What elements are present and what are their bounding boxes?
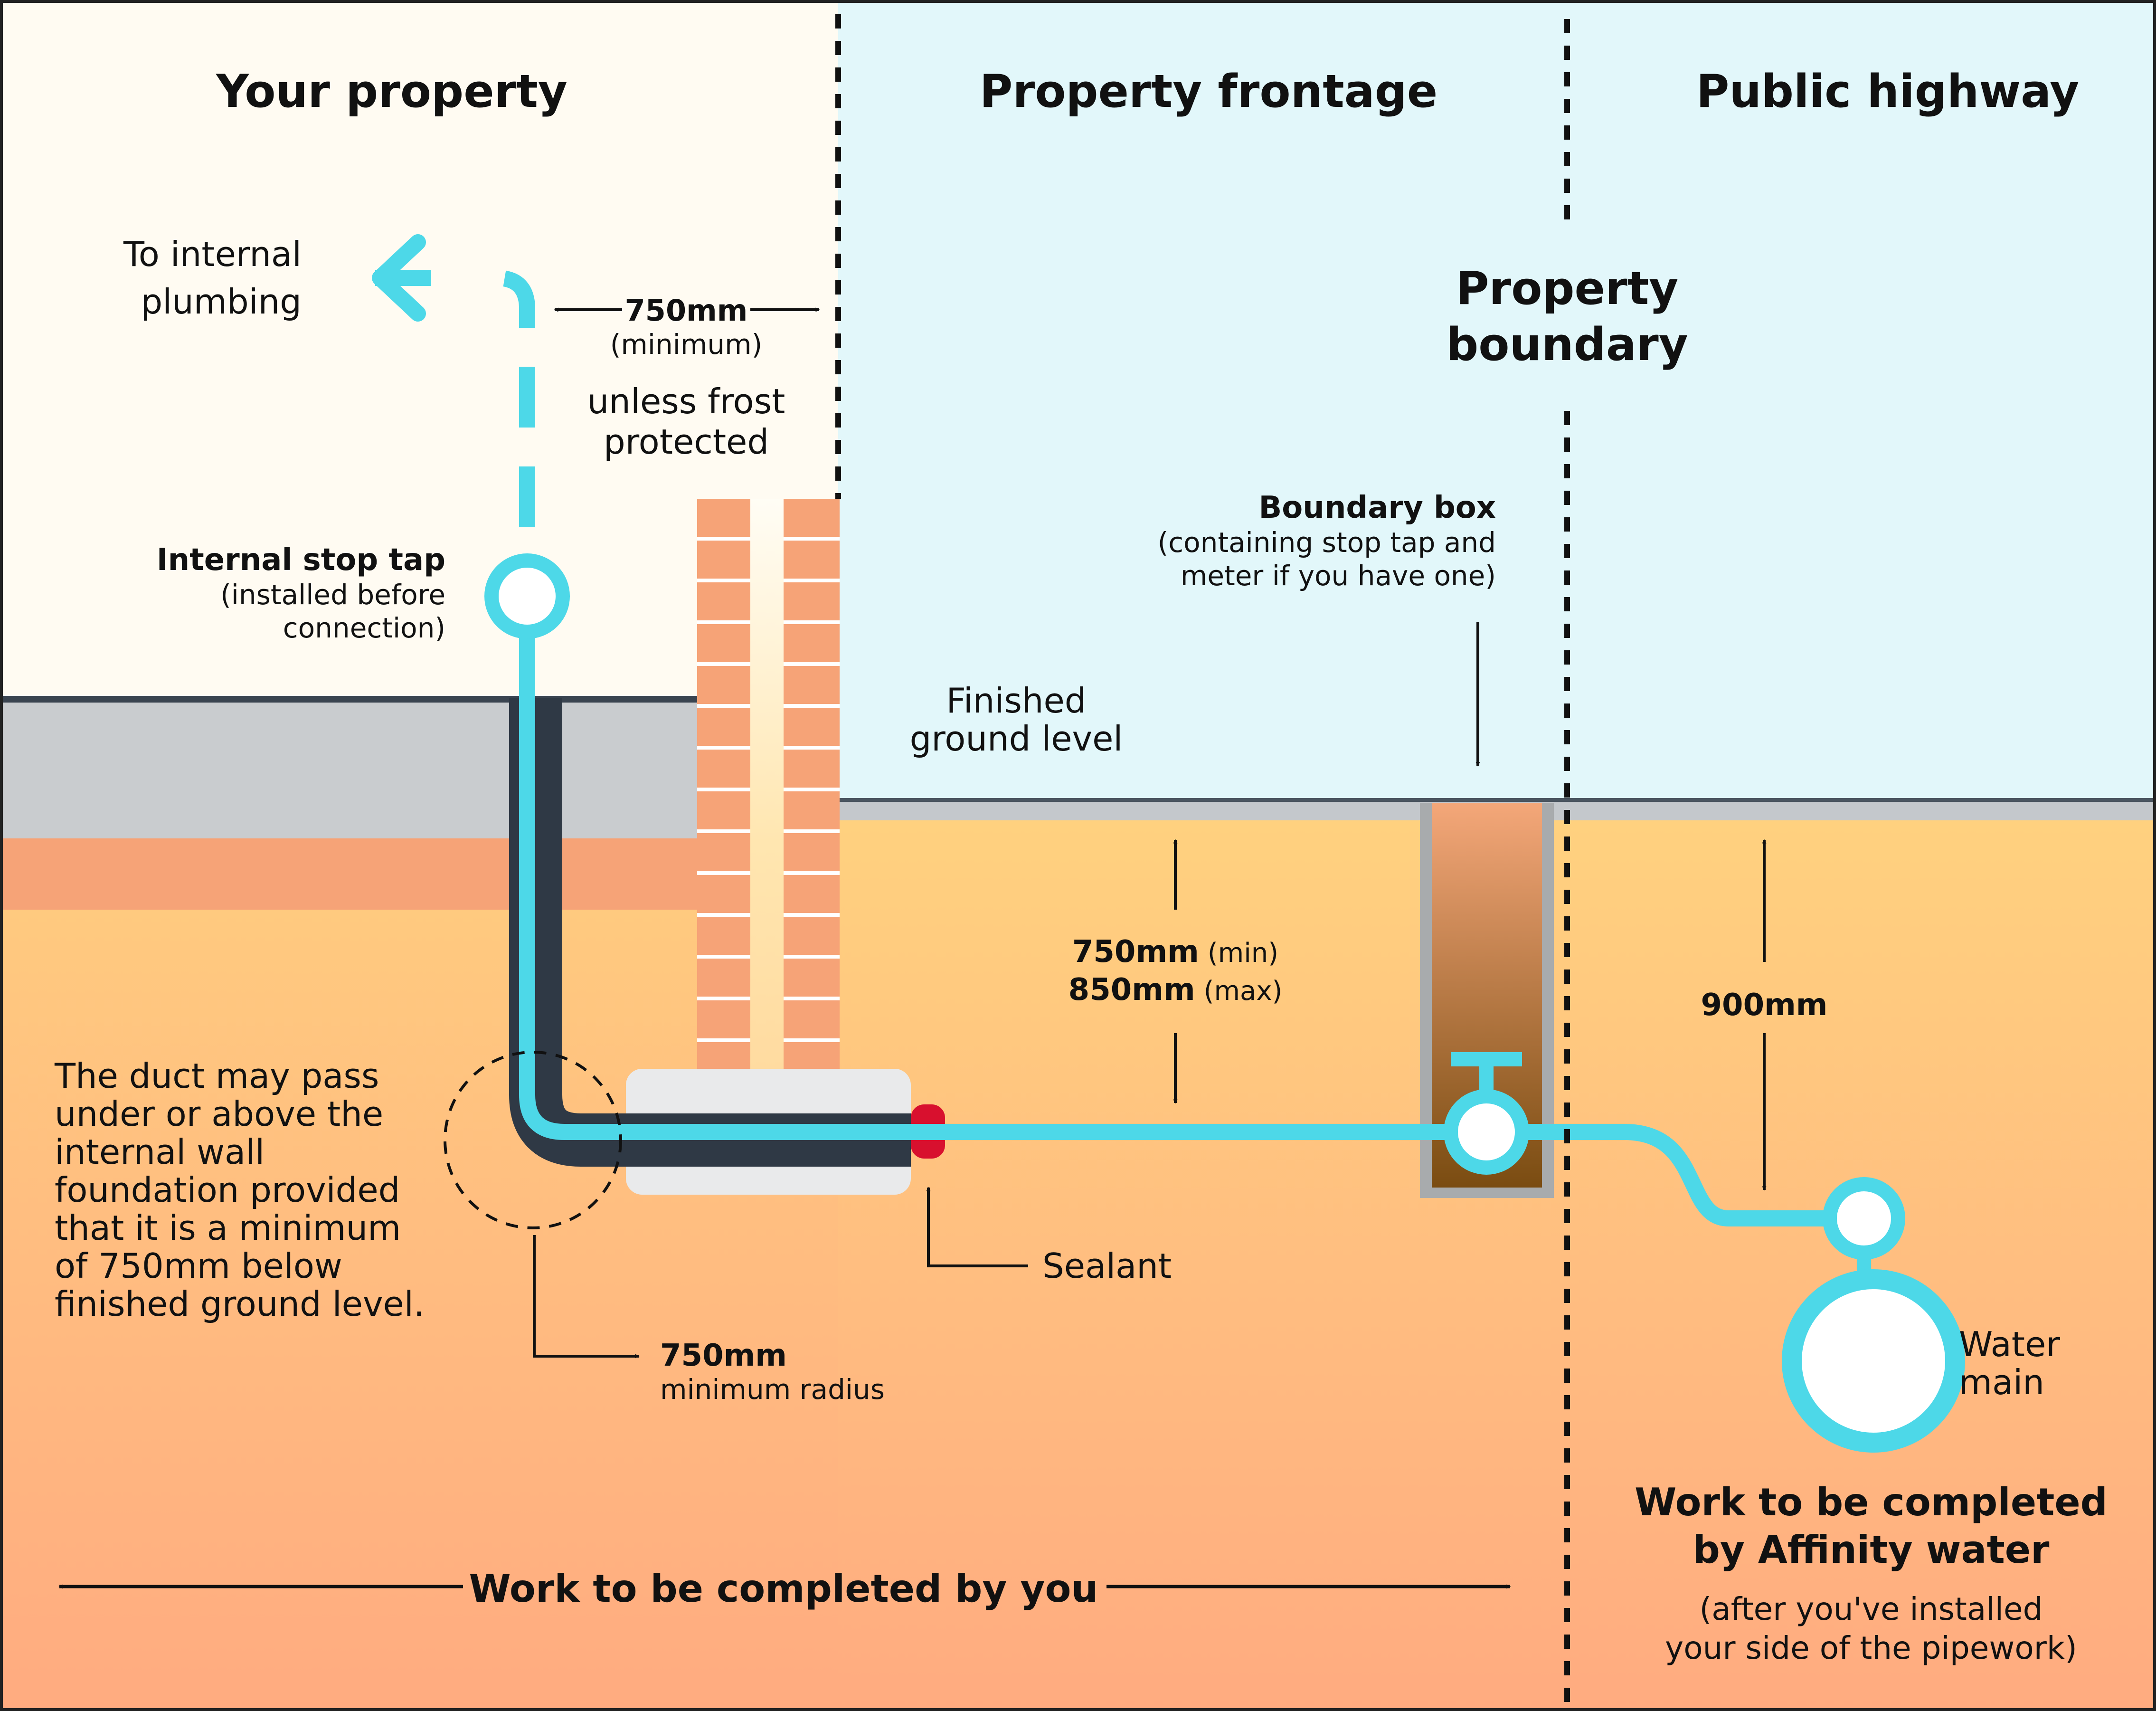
frontage-ground-edge bbox=[838, 798, 2156, 802]
frontage-highway-sky bbox=[838, 0, 2156, 800]
bend-radius-circle bbox=[444, 1051, 622, 1229]
depth-highway-value: 900mm bbox=[1701, 988, 1828, 1023]
depth-frontage-max-value: 850mm bbox=[1069, 972, 1195, 1008]
boundary-box-note-1: (containing stop tap and bbox=[1158, 526, 1496, 559]
work-affinity-title-2: by Affinity water bbox=[1693, 1528, 2050, 1572]
depth-frontage-min: 750mm (min) bbox=[1072, 934, 1278, 970]
property-ground-edge bbox=[0, 696, 838, 703]
boundary-box-title: Boundary box bbox=[1259, 490, 1496, 525]
duct-note-1: The duct may pass bbox=[54, 1056, 379, 1096]
work-affinity-note-1: (after you've installed bbox=[1700, 1591, 2043, 1627]
internal-plumbing-label-1: To internal bbox=[123, 234, 302, 274]
wall-cavity bbox=[750, 499, 784, 1071]
duct-note-6: of 750mm below bbox=[55, 1246, 342, 1286]
duct-note-5: that it is a minimum bbox=[55, 1208, 401, 1248]
radius-leader-arrow bbox=[533, 1235, 640, 1359]
internal-stop-tap-note-1: (installed before bbox=[220, 579, 445, 611]
frost-label-2: protected bbox=[604, 422, 769, 462]
boundary-box-note-2: meter if you have one) bbox=[1181, 560, 1496, 592]
wall-distance-note: (minimum) bbox=[610, 328, 763, 361]
property-boundary-label-2: boundary bbox=[1446, 319, 1688, 371]
work-affinity-note-2: your side of the pipework) bbox=[1665, 1630, 2077, 1666]
heading-property-frontage: Property frontage bbox=[980, 66, 1437, 118]
boundary-stop-tap-icon bbox=[1444, 1089, 1529, 1175]
frost-label-1: unless frost bbox=[587, 381, 785, 421]
internal-stop-tap-title: Internal stop tap bbox=[157, 542, 445, 578]
property-boundary-label-1: Property bbox=[1456, 263, 1678, 315]
duct-note-3: internal wall bbox=[55, 1132, 265, 1172]
depth-frontage-max-note: (max) bbox=[1204, 976, 1283, 1007]
internal-stop-tap-note-2: connection) bbox=[283, 612, 445, 644]
sealant-label: Sealant bbox=[1042, 1246, 1172, 1286]
duct-note-7: finished ground level. bbox=[55, 1284, 425, 1324]
plumbing-arrow-icon bbox=[372, 234, 426, 322]
main-ferrule-icon bbox=[1823, 1177, 1905, 1260]
duct-note-2: under or above the bbox=[55, 1094, 383, 1134]
water-main-label-2: main bbox=[1959, 1362, 2044, 1402]
sealant-leader-arrow bbox=[926, 1187, 1028, 1267]
work-you-label: Work to be completed by you bbox=[469, 1567, 1098, 1611]
radius-value: 750mm bbox=[660, 1338, 787, 1373]
wall-distance-value: 750mm bbox=[625, 293, 748, 328]
depth-frontage-min-value: 750mm bbox=[1072, 934, 1199, 970]
internal-plumbing-pipe bbox=[470, 270, 535, 527]
work-affinity-title-1: Work to be completed bbox=[1635, 1480, 2108, 1524]
heading-your-property: Your property bbox=[216, 66, 567, 118]
duct-note-4: foundation provided bbox=[55, 1170, 400, 1210]
internal-stop-tap-icon bbox=[484, 553, 570, 639]
finished-ground-label-1: Finished bbox=[946, 681, 1087, 721]
internal-plumbing-label-2: plumbing bbox=[141, 282, 302, 322]
depth-frontage-max: 850mm (max) bbox=[1069, 972, 1283, 1008]
depth-frontage-min-note: (min) bbox=[1208, 938, 1278, 969]
supply-pipe bbox=[519, 593, 1836, 1226]
water-main-label-1: Water bbox=[1959, 1324, 2060, 1364]
heading-public-highway: Public highway bbox=[1696, 66, 2079, 118]
finished-ground-label-2: ground level bbox=[910, 719, 1123, 759]
radius-note: minimum radius bbox=[660, 1373, 885, 1406]
water-main-icon bbox=[1782, 1269, 1965, 1453]
